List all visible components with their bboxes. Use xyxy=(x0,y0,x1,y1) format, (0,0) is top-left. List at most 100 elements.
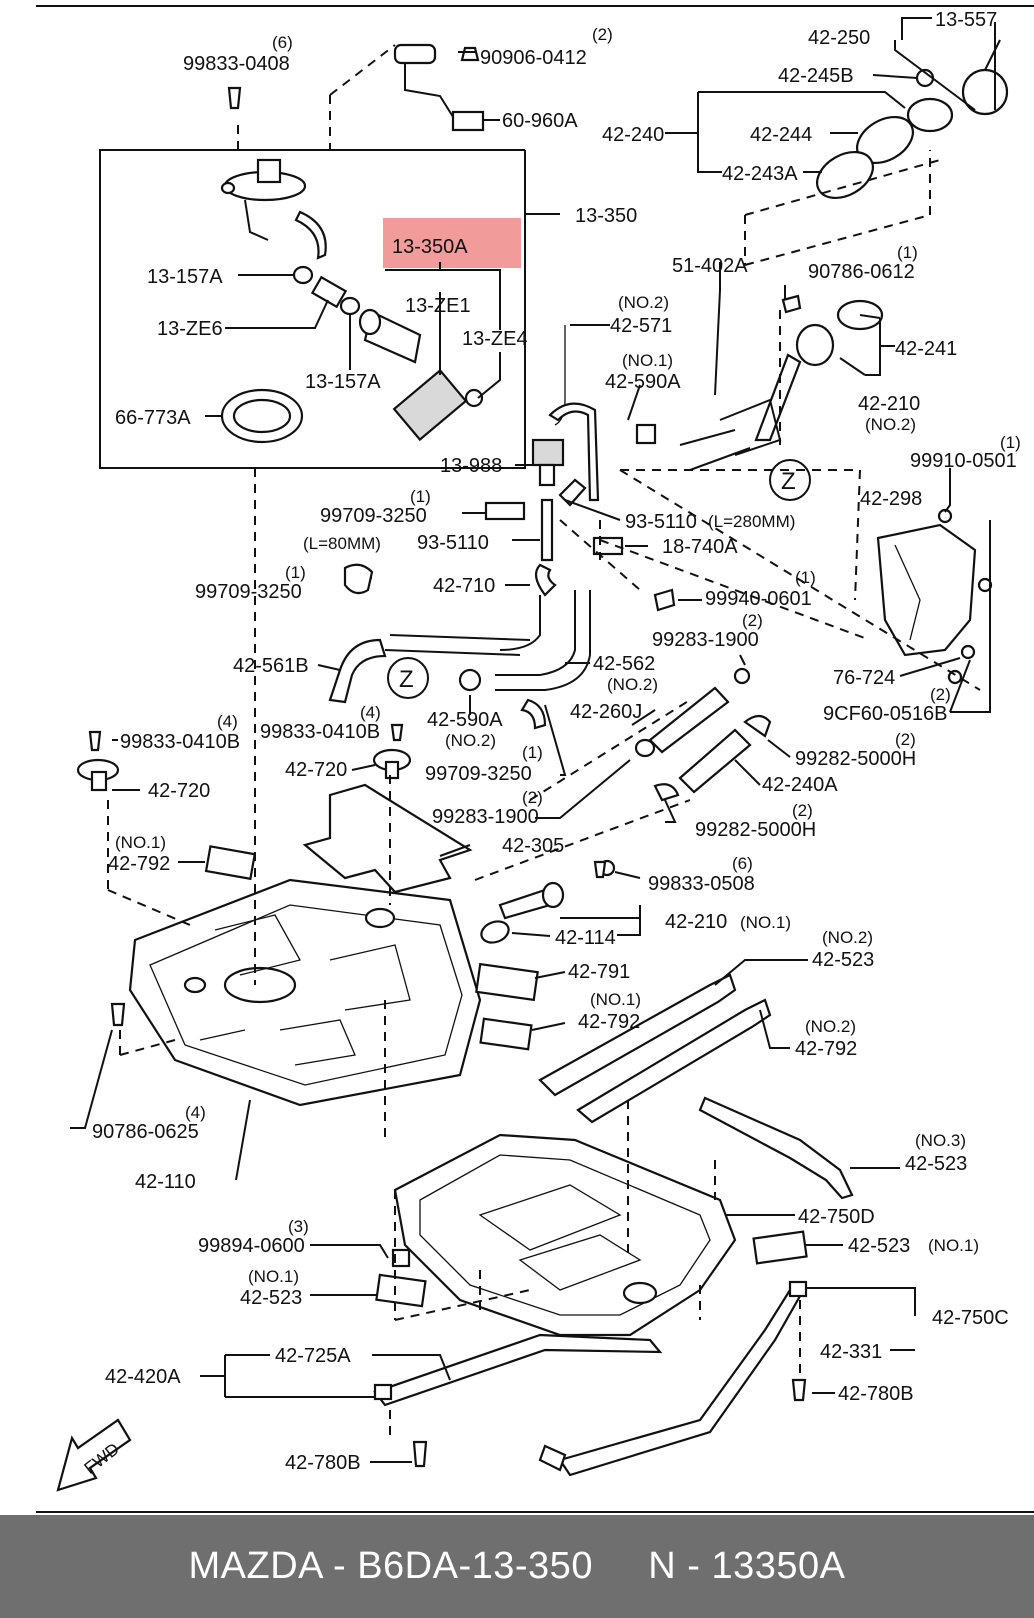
sub-label: (NO.2) xyxy=(445,731,496,750)
length-label: (L=280MM) xyxy=(708,512,795,531)
neck-hoses xyxy=(634,667,772,802)
part-label: 99910-0501 xyxy=(910,450,1017,472)
part-label: 42-260J xyxy=(570,701,642,723)
part-label: 42-298 xyxy=(860,488,922,510)
sub-label: (NO.1) xyxy=(740,913,791,932)
part-label: 42-250 xyxy=(808,27,870,49)
sub-label: (NO.2) xyxy=(607,675,658,694)
part-label: 42-240A xyxy=(762,774,838,796)
part-label: 99282-5000H xyxy=(795,748,916,770)
highlighted-part-label: 13-350A xyxy=(392,236,468,258)
pump-flange-part xyxy=(220,158,327,260)
part-label: 51-402A xyxy=(672,255,748,277)
part-label: 99709-3250 xyxy=(425,763,532,785)
sub-label: (NO.3) xyxy=(915,1131,966,1150)
part-labels: (6) 99833-0408 (2) 90906-0412 60-960A 13… xyxy=(92,9,1021,1474)
part-label: 42-241 xyxy=(895,338,957,360)
qty-label: (1) xyxy=(1000,433,1021,452)
part-label: 99283-1900 xyxy=(652,629,759,651)
part-label: 99833-0410B xyxy=(120,731,240,753)
sub-label: (NO.1) xyxy=(928,1236,979,1255)
part-label: 93-5110 xyxy=(417,532,489,554)
heat-insulator-part xyxy=(302,783,473,894)
qty-label: (2) xyxy=(792,801,813,820)
filler-pipe-part xyxy=(679,299,884,471)
part-label: 99833-0408 xyxy=(183,53,290,75)
qty-label: (4) xyxy=(217,712,238,731)
part-label: 42-561B xyxy=(233,655,309,677)
sub-label: (NO.1) xyxy=(622,351,673,370)
part-label: 42-562 xyxy=(593,653,655,675)
qty-label: (3) xyxy=(288,1217,309,1236)
part-label: 42-110 xyxy=(135,1171,196,1193)
part-label: 42-571 xyxy=(610,315,672,337)
sub-label: (NO.2) xyxy=(805,1017,856,1036)
part-label: 99709-3250 xyxy=(195,581,302,603)
part-label: 13-ZE6 xyxy=(157,318,223,340)
part-label: 42-792 xyxy=(578,1011,640,1033)
part-label: 42-243A xyxy=(722,163,798,185)
bolts xyxy=(76,86,807,1468)
tank-undercover-part xyxy=(391,1133,737,1337)
qty-label: (1) xyxy=(897,243,918,262)
part-label: 99833-0508 xyxy=(648,873,755,895)
part-label: 42-244 xyxy=(750,124,812,146)
part-label: 13-350 xyxy=(575,205,637,227)
leader-lines xyxy=(70,17,996,1463)
sub-label: (NO.1) xyxy=(590,990,641,1009)
fuel-pump-assembly-box xyxy=(99,149,560,469)
qty-label: (6) xyxy=(732,854,753,873)
part-label: 9CF60-0516B xyxy=(823,703,948,725)
part-label: 66-773A xyxy=(115,407,191,429)
sub-label: (NO.2) xyxy=(618,293,669,312)
part-label: 42-523 xyxy=(240,1287,302,1309)
qty-label: (4) xyxy=(185,1103,206,1122)
part-label: 42-590A xyxy=(605,371,681,393)
qty-label: (2) xyxy=(522,788,543,807)
part-label: 76-724 xyxy=(833,667,895,689)
part-label: 42-720 xyxy=(148,780,210,802)
part-label: 90786-0612 xyxy=(808,261,915,283)
fuel-tank-parts-diagram: FWD (6) 99833-0408 (2) 90906-0412 60-960… xyxy=(36,5,1034,1513)
qty-label: (4) xyxy=(360,703,381,722)
part-label: 60-960A xyxy=(502,110,578,132)
part-number-footer: MAZDA - B6DA-13-350 N - 13350A xyxy=(0,1515,1034,1618)
part-label: 90906-0412 xyxy=(480,47,587,69)
tank-straps xyxy=(538,973,854,1200)
sub-label: (NO.1) xyxy=(115,833,166,852)
qty-label: (1) xyxy=(795,568,816,587)
fuel-gauge-sender-part xyxy=(393,43,485,132)
part-label: 99894-0600 xyxy=(198,1235,305,1257)
part-label: 42-710 xyxy=(433,575,495,597)
highlight-box xyxy=(383,218,521,268)
part-label: 42-240 xyxy=(602,124,664,146)
part-label: 42-750C xyxy=(932,1307,1009,1329)
part-label: 13-557 xyxy=(935,9,997,31)
part-label: 42-420A xyxy=(105,1366,181,1388)
part-label: 42-305 xyxy=(502,835,564,857)
part-label: 99282-5000H xyxy=(695,819,816,841)
qty-label: (2) xyxy=(742,611,763,630)
length-label: (L=80MM) xyxy=(303,534,381,553)
reference-circles xyxy=(387,459,811,699)
qty-label: (2) xyxy=(592,25,613,44)
vent-hoses xyxy=(328,325,676,730)
part-label: 99833-0410B xyxy=(260,721,380,743)
qty-label: (1) xyxy=(410,487,431,506)
qty-label: (1) xyxy=(285,563,306,582)
part-label: 42-523 xyxy=(812,949,874,971)
footer-text: MAZDA - B6DA-13-350 N - 13350A xyxy=(188,1545,846,1587)
part-highlight xyxy=(383,218,521,268)
reference-mark: Z xyxy=(399,666,414,693)
part-label: 42-523 xyxy=(905,1153,967,1175)
sub-label: (NO.2) xyxy=(865,415,916,434)
part-label: 42-780B xyxy=(838,1383,914,1405)
qty-label: (1) xyxy=(522,743,543,762)
part-label: 42-114 xyxy=(555,927,616,949)
part-label: 42-725A xyxy=(275,1345,351,1367)
part-label: 13-ZE4 xyxy=(462,328,528,350)
part-label: 42-210 xyxy=(665,911,727,933)
sub-label: (NO.1) xyxy=(248,1267,299,1286)
part-label: 42-792 xyxy=(108,853,170,875)
part-label: 42-245B xyxy=(778,65,854,87)
